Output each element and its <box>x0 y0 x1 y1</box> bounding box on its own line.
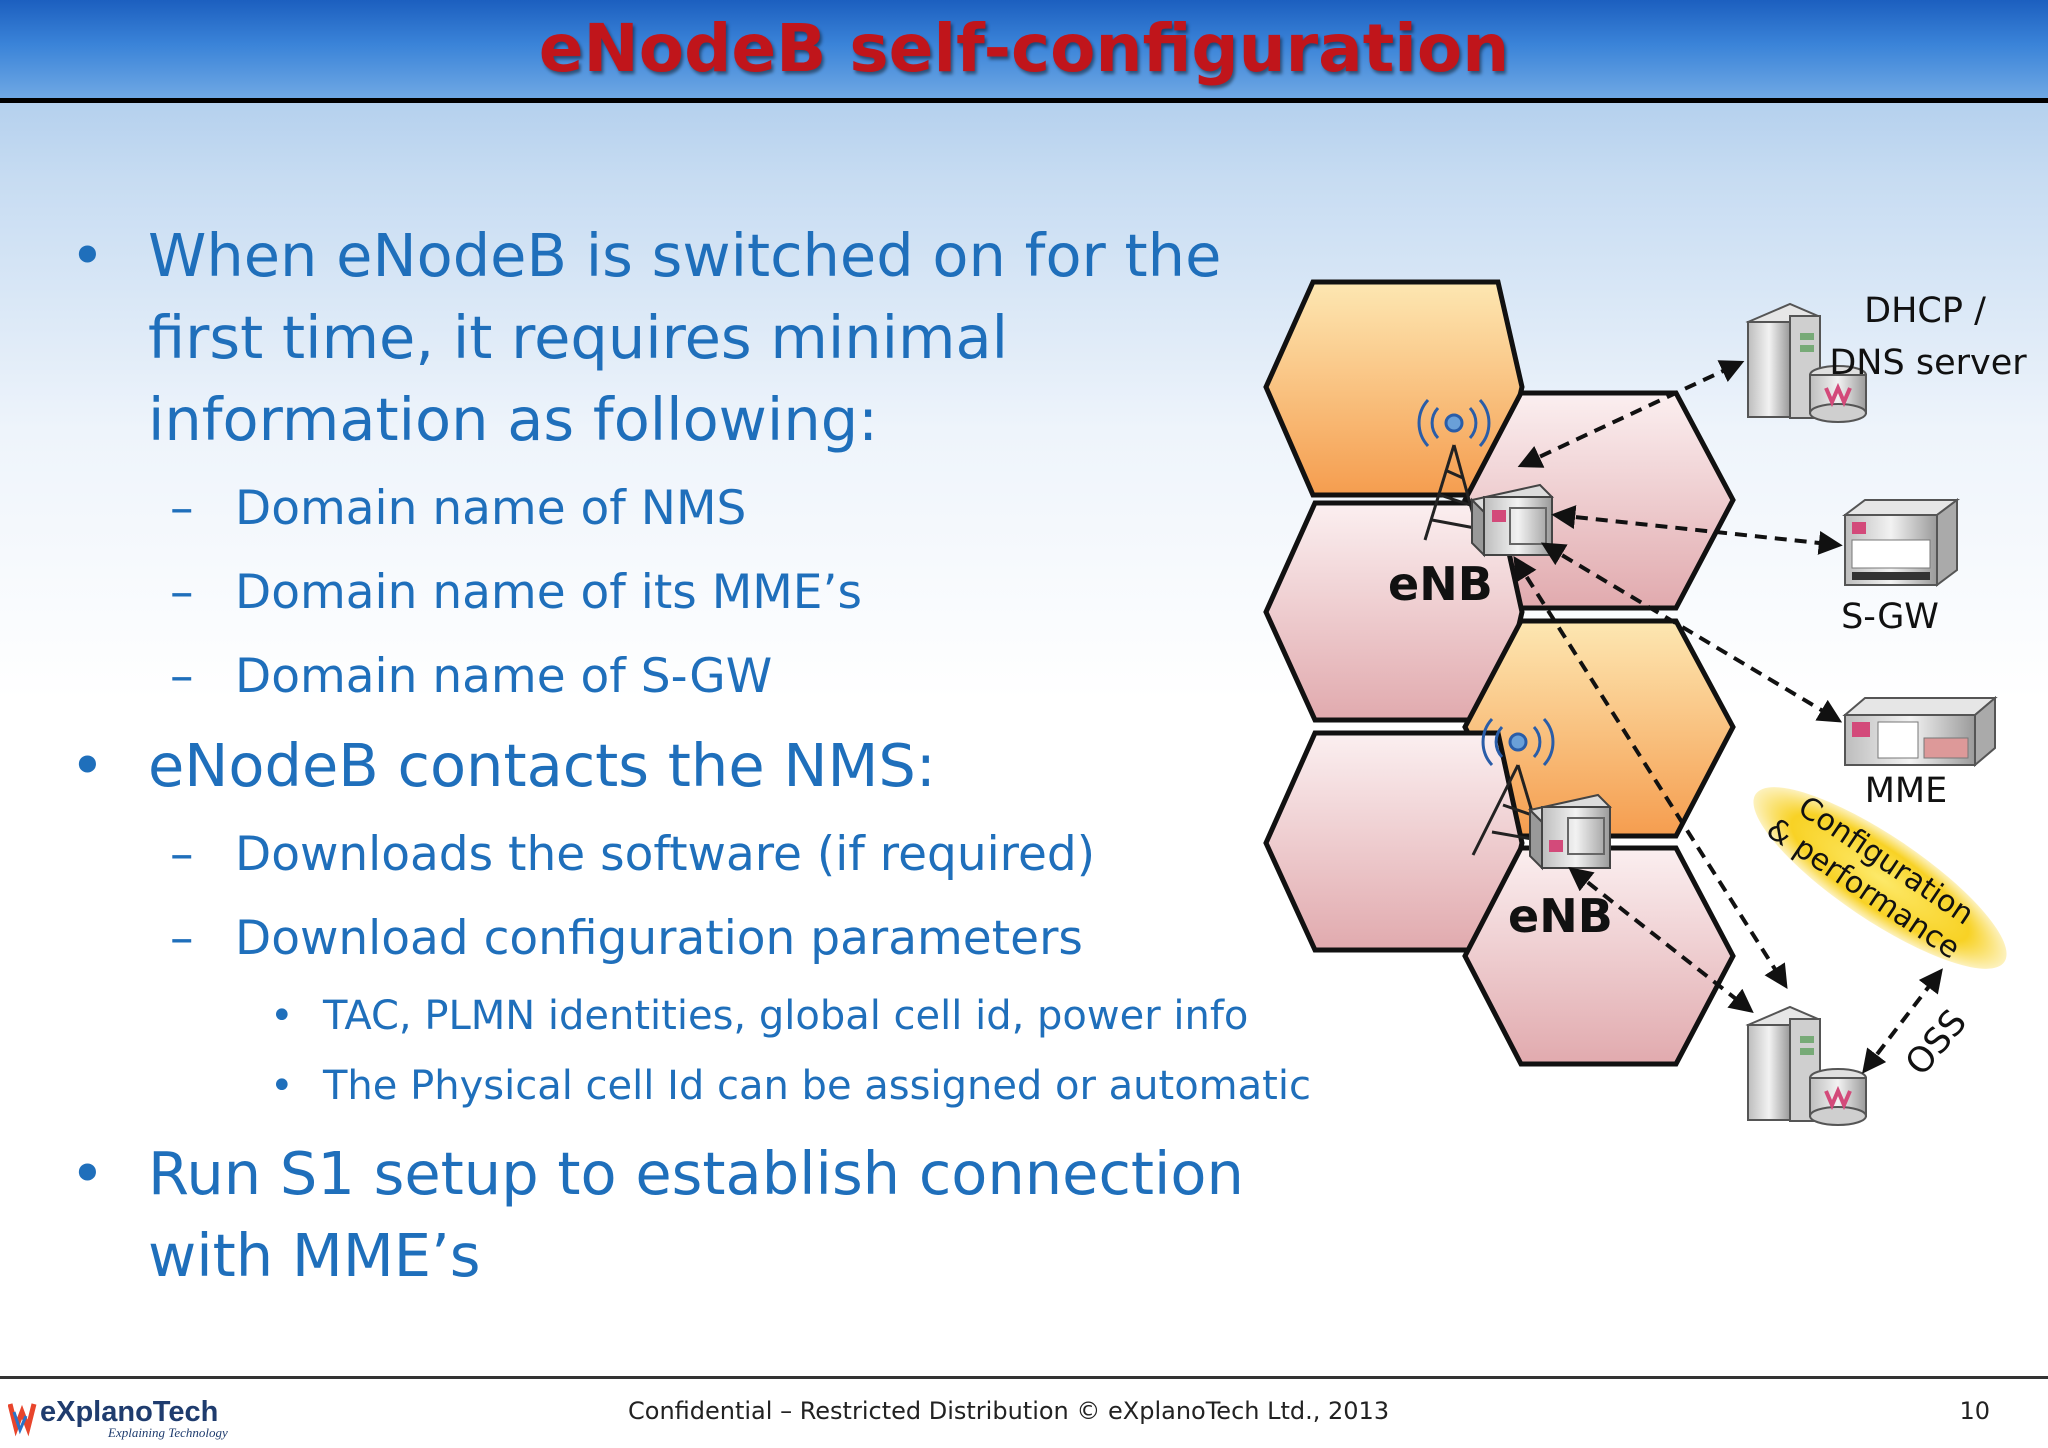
sub-sub-bullet-text: TAC, PLMN identities, global cell id, po… <box>323 993 1249 1039</box>
bullet-marker: • <box>70 731 105 800</box>
dash-marker: – <box>170 481 194 536</box>
sub-sub-bullet-tac: • TAC, PLMN identities, global cell id, … <box>70 981 1330 1051</box>
dash-marker: – <box>170 827 194 882</box>
bullet-first-switch-on: • When eNodeB is switched on for the fir… <box>70 215 1330 461</box>
arrow-enb-sgw <box>1551 505 1843 555</box>
enb-label-1: eNB <box>1388 557 1493 611</box>
sub-sub-bullet-text: The Physical cell Id can be assigned or … <box>323 1063 1311 1109</box>
explanotech-logo: eXplanoTech Explaining Technology <box>8 1396 228 1440</box>
mme-server-icon <box>1842 695 1998 768</box>
sub-bullet-text: Downloads the software (if required) <box>235 827 1096 882</box>
oss-server-icon <box>1745 1005 1867 1126</box>
sgw-label: S-GW <box>1841 597 1939 637</box>
bullet-text: Run S1 setup to establish connection wit… <box>148 1139 1244 1290</box>
bullet-s1-setup: • Run S1 setup to establish connection w… <box>70 1133 1330 1297</box>
bullet-marker: • <box>70 221 105 290</box>
dash-marker: – <box>170 565 194 620</box>
sub-bullet-text: Domain name of NMS <box>235 481 747 536</box>
bullet-contacts-nms: • eNodeB contacts the NMS: <box>70 725 1330 807</box>
slide-title: eNodeB self-configuration <box>538 10 1510 87</box>
network-diagram: Configuration & performance <box>1263 279 2027 1126</box>
sub-bullet-text: Domain name of S-GW <box>235 649 773 704</box>
dot-marker: • <box>270 993 294 1039</box>
sub-bullet-text: Domain name of its MME’s <box>235 565 862 620</box>
dash-marker: – <box>170 649 194 704</box>
dhcp-label-line2: DNS server <box>1829 343 2027 383</box>
title-bar <box>0 0 2048 103</box>
arrow-oss-config <box>1862 968 1943 1074</box>
arrow-enb1-oss <box>1513 555 1788 990</box>
logo-mark-icon <box>8 1403 37 1437</box>
sub-sub-bullet-pci: • The Physical cell Id can be assigned o… <box>70 1051 1330 1121</box>
confidential-notice: Confidential – Restricted Distribution ©… <box>628 1397 1390 1425</box>
logo-wordmark: eXplanoTech <box>40 1396 218 1428</box>
bullet-text: When eNodeB is switched on for the first… <box>148 221 1222 454</box>
mme-label: MME <box>1865 771 1948 811</box>
sub-bullet-config: – Download configuration parameters <box>70 897 1330 981</box>
dhcp-server-icon <box>1745 302 1867 423</box>
logo-tagline: Explaining Technology <box>107 1425 228 1440</box>
enb-label-2: eNB <box>1508 889 1613 943</box>
dhcp-label-line1: DHCP / <box>1864 291 1986 331</box>
sub-bullet-mme: – Domain name of its MME’s <box>70 551 1330 635</box>
arrow-enb2-oss <box>1568 867 1754 1013</box>
sub-bullet-software: – Downloads the software (if required) <box>70 813 1330 897</box>
bullet-marker: • <box>70 1139 105 1208</box>
page-number: 10 <box>1959 1397 1990 1425</box>
sub-bullet-sgw: – Domain name of S-GW <box>70 635 1330 719</box>
arrow-enb-dhcp <box>1517 360 1745 468</box>
dash-marker: – <box>170 911 194 966</box>
cell-hexagon-bottom-right <box>1462 845 1736 1067</box>
bullet-text: eNodeB contacts the NMS: <box>148 731 936 800</box>
enb-box-icon <box>1470 483 1554 558</box>
sub-bullet-nms: – Domain name of NMS <box>70 467 1330 551</box>
config-performance-ellipse <box>1753 787 2007 969</box>
slide-content: • When eNodeB is switched on for the fir… <box>70 215 1330 1303</box>
sub-bullet-text: Download configuration parameters <box>235 911 1083 966</box>
sgw-server-icon <box>1842 498 1960 587</box>
footer-divider <box>0 1376 2048 1379</box>
dot-marker: • <box>270 1063 294 1109</box>
